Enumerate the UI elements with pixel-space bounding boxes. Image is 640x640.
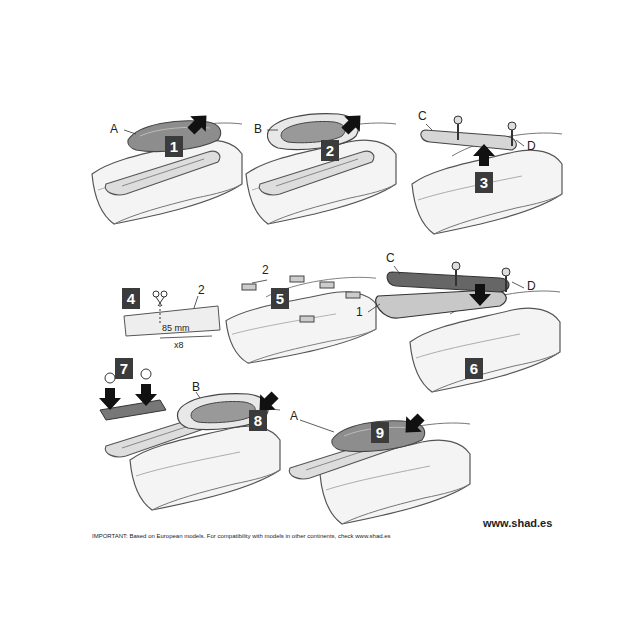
step-number-text: 4 (127, 291, 135, 306)
step-number: 8 (249, 410, 267, 431)
part-label: A (290, 410, 298, 422)
step-number-text: 9 (376, 425, 384, 440)
part-label: D (527, 280, 536, 292)
part-label: x8 (174, 341, 184, 350)
step-number: 9 (371, 422, 389, 443)
part-label: C (386, 252, 395, 264)
step-number: 3 (475, 172, 493, 193)
part-label: 85 mm (162, 324, 190, 333)
part-label: 2 (198, 284, 205, 296)
part-label: D (527, 140, 536, 152)
part-label: 1 (356, 306, 363, 318)
step-number: 5 (271, 288, 289, 309)
step-number: 2 (321, 140, 339, 161)
step-number: 7 (115, 358, 133, 379)
step-number-text: 3 (480, 175, 488, 190)
step-number: 1 (165, 136, 183, 157)
part-label: 2 (262, 264, 269, 276)
part-label: B (254, 123, 262, 135)
step-number-text: 8 (254, 413, 262, 428)
step-number-text: 5 (276, 291, 284, 306)
step-number-text: 6 (470, 361, 478, 376)
website-label: www.shad.es (483, 518, 552, 529)
part-label: A (110, 123, 118, 135)
part-label: C (418, 110, 427, 122)
step-number-text: 1 (170, 139, 178, 154)
step-number: 6 (465, 358, 483, 379)
step-number-text: 2 (326, 143, 334, 158)
part-label: B (192, 381, 200, 393)
step-number: 4 (122, 288, 140, 309)
step-number-text: 7 (120, 361, 128, 376)
note-text: IMPORTANT: Based on European models. For… (92, 533, 391, 539)
